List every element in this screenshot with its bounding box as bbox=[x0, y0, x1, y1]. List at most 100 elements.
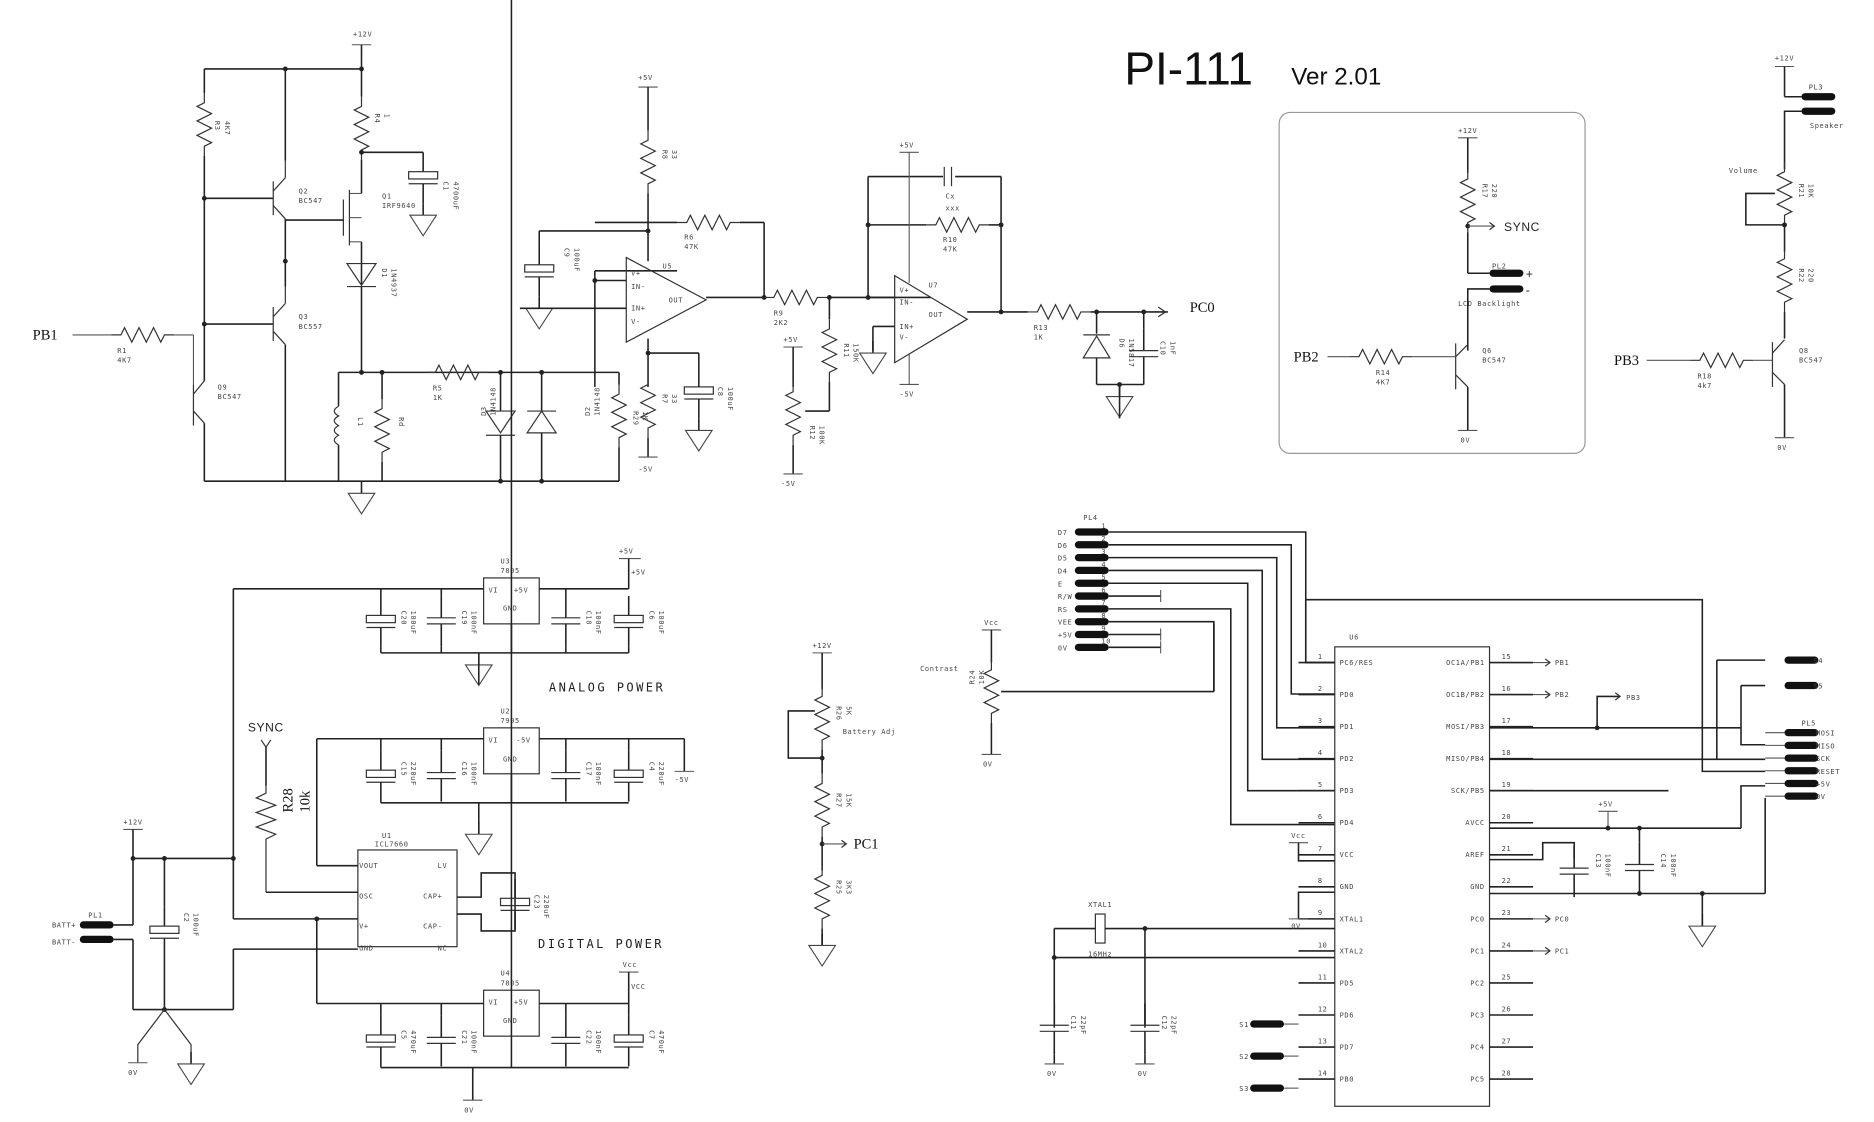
u3-value: 7805 bbox=[501, 566, 520, 575]
pin-number: 17 bbox=[1502, 716, 1512, 725]
pin-number: 4 bbox=[1318, 748, 1323, 757]
u3-pin: GND bbox=[503, 604, 517, 613]
u4-ref: U4 bbox=[501, 969, 511, 978]
u5-pin: V- bbox=[631, 317, 641, 326]
pin-number: 1 bbox=[1318, 652, 1323, 661]
pl4-pin-row: E5 bbox=[1058, 573, 1335, 792]
pin-number: 9 bbox=[1318, 908, 1323, 917]
speaker-section: +12V PL3 Speaker R21 10K Volume R22 220 … bbox=[1614, 53, 1843, 451]
q1-value: IRF9640 bbox=[382, 201, 416, 210]
rd-ref: Rd bbox=[397, 417, 406, 427]
net-label: Vcc bbox=[623, 960, 637, 969]
pl2-label: LCD Backlight bbox=[1458, 299, 1521, 308]
r8-ref: R8 bbox=[661, 150, 670, 160]
net-label: +5V bbox=[638, 73, 653, 82]
pl2-plus: + bbox=[1526, 267, 1534, 281]
c7-ref: C7 bbox=[647, 1030, 656, 1040]
c12-ref: C12 bbox=[1160, 1016, 1169, 1030]
net-label: 0V bbox=[983, 760, 993, 769]
pin-name: VCC bbox=[1340, 850, 1354, 859]
r27-value: 15K bbox=[844, 793, 853, 808]
switch-connector: S3 bbox=[1239, 1084, 1299, 1093]
r21-value: 10K bbox=[1807, 184, 1816, 199]
c5-ref: C5 bbox=[399, 1030, 408, 1040]
pin-number: 6 bbox=[1318, 812, 1323, 821]
c23-value: 220uF bbox=[542, 895, 551, 919]
pin-name: MOSI/PB3 bbox=[1446, 722, 1485, 731]
pl5-pin-row: RESET bbox=[1765, 767, 1840, 776]
digital-power-label: DIGITAL POWER bbox=[538, 937, 664, 951]
net-label: 0V bbox=[464, 1105, 474, 1114]
pl4-pin-label: VEE bbox=[1058, 618, 1072, 627]
r1-value: 4K7 bbox=[117, 356, 131, 365]
pin-number: 11 bbox=[1318, 972, 1328, 981]
net-label: PB2 bbox=[1555, 690, 1569, 699]
u1-pin: GND bbox=[359, 943, 373, 952]
r1-ref: R1 bbox=[117, 346, 127, 355]
d3-ref: D3 bbox=[479, 406, 488, 416]
pin-name: GND bbox=[1340, 882, 1354, 891]
r9-ref: R9 bbox=[774, 309, 784, 318]
r5-value: 1K bbox=[433, 393, 443, 402]
c2-ref: C2 bbox=[182, 913, 191, 923]
xtal1-ref: XTAL1 bbox=[1088, 900, 1112, 909]
q9-value: BC547 bbox=[218, 392, 242, 401]
pin-number: 10 bbox=[1318, 940, 1328, 949]
u1-pin: NC bbox=[438, 943, 448, 952]
u4-pin: GND bbox=[503, 1016, 517, 1025]
pl4-pin-label: D5 bbox=[1058, 554, 1068, 563]
pl5-pin-label: 0V bbox=[1816, 792, 1826, 801]
u7-pin: OUT bbox=[929, 310, 944, 319]
net-label: Vcc bbox=[1291, 831, 1305, 840]
c1-value: 4700uF bbox=[451, 181, 460, 210]
net-label-pb3: PB3 bbox=[1614, 353, 1639, 369]
analog-power-label: ANALOG POWER bbox=[549, 681, 665, 695]
u1-pin: CAP+ bbox=[423, 891, 442, 900]
q8-value: BC547 bbox=[1799, 356, 1823, 365]
pl5-pin-row: 0V bbox=[1765, 792, 1826, 801]
r6-value: 47K bbox=[684, 242, 699, 251]
pin-name: PC4 bbox=[1470, 1042, 1484, 1051]
c8-value: 100uF bbox=[726, 387, 735, 411]
r14-ref: R14 bbox=[1376, 368, 1390, 377]
pl4-pin-label: E bbox=[1058, 579, 1063, 588]
pin-number: 28 bbox=[1502, 1068, 1512, 1077]
u1-icl7660 bbox=[357, 849, 458, 948]
r6-ref: R6 bbox=[684, 232, 694, 241]
r7-value: 33 bbox=[670, 394, 679, 404]
c16-ref: C16 bbox=[460, 762, 469, 776]
c6-ref: C6 bbox=[647, 611, 656, 621]
pl4-pin-label: D6 bbox=[1058, 541, 1068, 550]
r11-ref: R11 bbox=[842, 343, 851, 357]
pl4-pin-label: D4 bbox=[1058, 566, 1068, 575]
pl5-pin-label: RESET bbox=[1816, 767, 1840, 776]
c13-value: 100nF bbox=[1604, 854, 1613, 878]
net-label: +12V bbox=[812, 641, 831, 650]
pl5-pin-row: MOSI bbox=[1765, 729, 1835, 738]
pin-number: 3 bbox=[1318, 716, 1323, 725]
c10-ref: C10 bbox=[1159, 341, 1168, 355]
pl2-minus: - bbox=[1526, 283, 1531, 297]
r26-label: Battery Adj bbox=[843, 727, 896, 736]
net-label: PC0 bbox=[1555, 914, 1569, 923]
switch-connector: S2 bbox=[1239, 1052, 1299, 1061]
net-label: +5V bbox=[619, 547, 634, 556]
r24-label: Contrast bbox=[920, 664, 959, 673]
u7-ref: U7 bbox=[929, 281, 939, 290]
pin-name: PD6 bbox=[1340, 1010, 1354, 1019]
pin-name: MISO/PB4 bbox=[1446, 754, 1485, 763]
pin-name: PD5 bbox=[1340, 978, 1354, 987]
net-label: PB3 bbox=[1626, 693, 1640, 702]
q8-ref: Q8 bbox=[1799, 346, 1809, 355]
u4-value: 7805 bbox=[501, 978, 520, 987]
net-label: 0V bbox=[1138, 1069, 1148, 1078]
